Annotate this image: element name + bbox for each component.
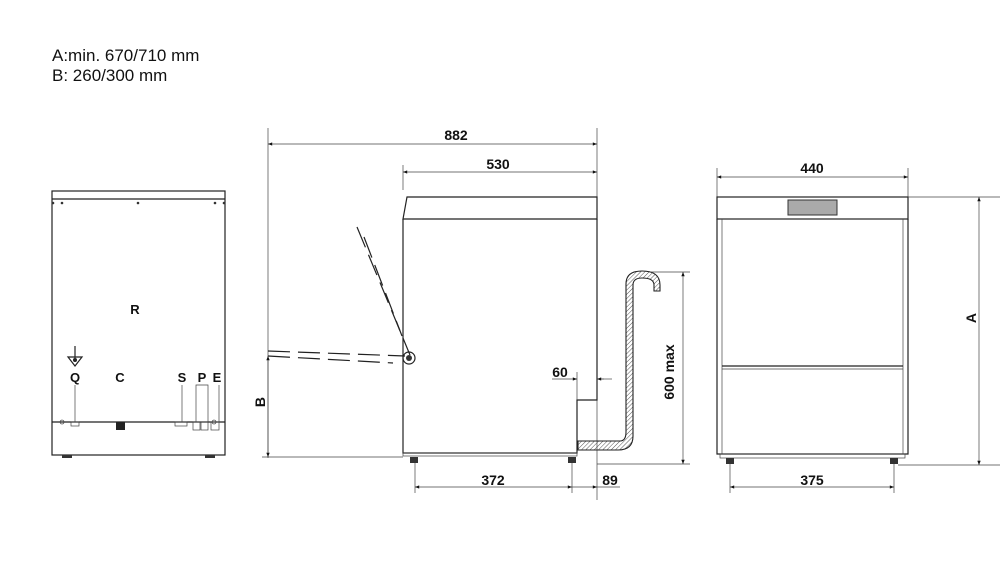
dim-60: 60 bbox=[552, 364, 568, 380]
dim-375: 375 bbox=[800, 472, 824, 488]
control-display bbox=[787, 199, 838, 216]
note-a: A:min. 670/710 mm bbox=[52, 46, 199, 65]
dim-440: 440 bbox=[800, 160, 824, 176]
dim-372: 372 bbox=[481, 472, 505, 488]
dim-600-max: 600 max bbox=[661, 344, 677, 399]
note-b: B: 260/300 mm bbox=[52, 66, 167, 85]
side-view: 882 530 B 600 max 60 bbox=[252, 127, 690, 500]
label-q: Q bbox=[70, 370, 80, 385]
label-s: S bbox=[178, 370, 187, 385]
rear-view: R Q C S P E bbox=[51, 190, 226, 458]
dim-a: A bbox=[963, 313, 979, 323]
label-p: P bbox=[198, 370, 207, 385]
label-e: E bbox=[213, 370, 222, 385]
label-r: R bbox=[130, 302, 140, 317]
dim-882: 882 bbox=[444, 127, 468, 143]
dim-89: 89 bbox=[602, 472, 618, 488]
label-c: C bbox=[115, 370, 125, 385]
dim-530: 530 bbox=[486, 156, 510, 172]
dim-b: B bbox=[252, 397, 268, 407]
front-view: 440 A 375 bbox=[716, 160, 1000, 493]
ground-symbol-icon bbox=[66, 346, 84, 367]
